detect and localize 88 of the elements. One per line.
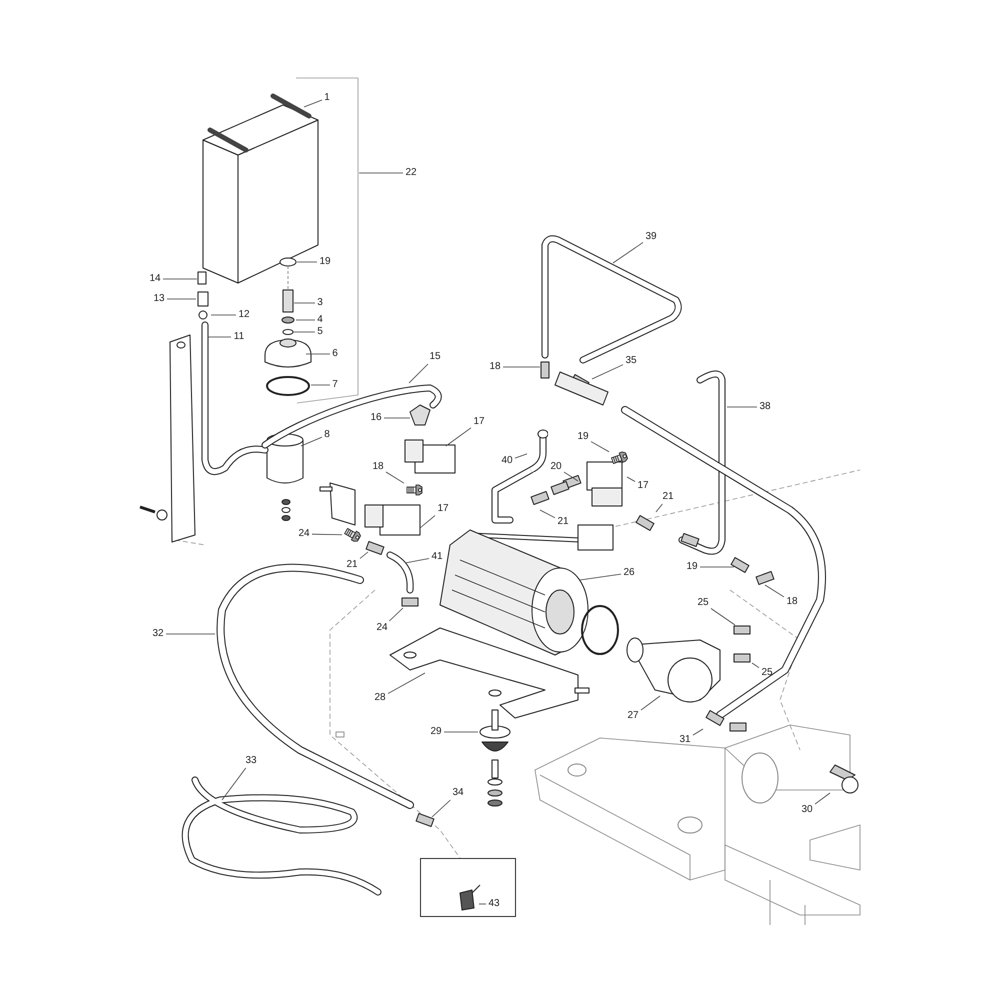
leader-line bbox=[580, 574, 622, 580]
callout-number: 39 bbox=[644, 231, 658, 243]
callout-number: 8 bbox=[323, 429, 331, 441]
leader-line bbox=[752, 662, 760, 668]
leader-line bbox=[446, 427, 472, 446]
callout-number: 28 bbox=[373, 692, 387, 704]
callout-number: 7 bbox=[331, 379, 339, 391]
callout-number: 15 bbox=[428, 351, 442, 363]
leader-line bbox=[692, 728, 704, 736]
leader-line bbox=[300, 436, 322, 446]
callout-number: 24 bbox=[297, 528, 311, 540]
callout-number: 5 bbox=[316, 326, 324, 338]
callout-number: 31 bbox=[678, 734, 692, 746]
callout-number: 25 bbox=[760, 667, 774, 679]
leader-line bbox=[222, 768, 246, 800]
callout-number: 6 bbox=[331, 348, 339, 360]
callout-number: 17 bbox=[636, 480, 650, 492]
callout-number: 43 bbox=[487, 898, 501, 910]
leader-line bbox=[700, 566, 734, 568]
pipe-fitting-icon bbox=[343, 527, 363, 543]
callout-number: 21 bbox=[345, 559, 359, 571]
leader-line bbox=[388, 608, 404, 622]
callout-number: 13 bbox=[152, 293, 166, 305]
callout-number: 25 bbox=[696, 597, 710, 609]
inset-frame bbox=[420, 858, 516, 917]
leader-line bbox=[726, 406, 758, 408]
leader-line bbox=[814, 792, 830, 804]
callout-number: 3 bbox=[316, 297, 324, 309]
callout-number: 26 bbox=[622, 567, 636, 579]
leader-line bbox=[626, 476, 636, 482]
leader-line bbox=[208, 336, 232, 338]
leader-line bbox=[404, 558, 430, 564]
leader-line bbox=[420, 515, 436, 528]
leader-line bbox=[592, 364, 624, 380]
callout-number: 32 bbox=[151, 628, 165, 640]
callout-number: 21 bbox=[661, 491, 675, 503]
leader-line bbox=[432, 800, 451, 818]
leader-line bbox=[210, 314, 236, 316]
leader-line bbox=[764, 584, 784, 598]
callout-number: 19 bbox=[685, 561, 699, 573]
leader-line bbox=[540, 510, 556, 518]
callout-number: 24 bbox=[375, 622, 389, 634]
callout-number: 22 bbox=[404, 167, 418, 179]
leader-line bbox=[502, 366, 540, 368]
elbow-fitting-icon bbox=[610, 450, 630, 466]
callout-number: 27 bbox=[626, 710, 640, 722]
callout-number: 35 bbox=[624, 355, 638, 367]
leader-line bbox=[360, 552, 368, 559]
callout-number: 16 bbox=[369, 412, 383, 424]
callout-number: 18 bbox=[785, 596, 799, 608]
leader-line bbox=[564, 472, 578, 482]
leader-line bbox=[710, 608, 736, 626]
callout-number: 20 bbox=[549, 461, 563, 473]
leader-line bbox=[310, 384, 330, 386]
leader-line bbox=[656, 504, 663, 512]
leader-line bbox=[358, 172, 404, 174]
callout-number: 18 bbox=[488, 361, 502, 373]
callout-number: 38 bbox=[758, 401, 772, 413]
leader-line bbox=[386, 472, 404, 484]
callout-number: 41 bbox=[430, 551, 444, 563]
leader-line bbox=[294, 302, 316, 304]
callout-number: 17 bbox=[436, 503, 450, 515]
leader-line bbox=[408, 364, 428, 384]
callout-number: 33 bbox=[244, 755, 258, 767]
leader-line bbox=[166, 298, 196, 300]
tee-fitting-icon bbox=[405, 482, 425, 498]
callout-number: 4 bbox=[316, 314, 324, 326]
callout-number: 19 bbox=[576, 431, 590, 443]
callout-number: 11 bbox=[232, 331, 246, 343]
callout-number: 12 bbox=[237, 309, 251, 321]
leader-line bbox=[590, 441, 610, 452]
callout-number: 21 bbox=[556, 516, 570, 528]
callout-number: 40 bbox=[500, 455, 514, 467]
leader-line bbox=[640, 696, 660, 710]
leader-line bbox=[388, 672, 426, 694]
callout-number: 19 bbox=[318, 256, 332, 268]
leader-line bbox=[514, 454, 528, 459]
callout-number: 30 bbox=[800, 804, 814, 816]
callout-number: 1 bbox=[323, 92, 331, 104]
leader-line bbox=[162, 278, 198, 280]
callout-number: 17 bbox=[472, 416, 486, 428]
callout-number: 34 bbox=[451, 787, 465, 799]
leader-line bbox=[612, 242, 644, 264]
pipe-drawing bbox=[528, 428, 548, 472]
callout-number: 29 bbox=[429, 726, 443, 738]
callout-number: 14 bbox=[148, 273, 162, 285]
callout-number: 18 bbox=[371, 461, 385, 473]
leader-line bbox=[304, 100, 322, 108]
